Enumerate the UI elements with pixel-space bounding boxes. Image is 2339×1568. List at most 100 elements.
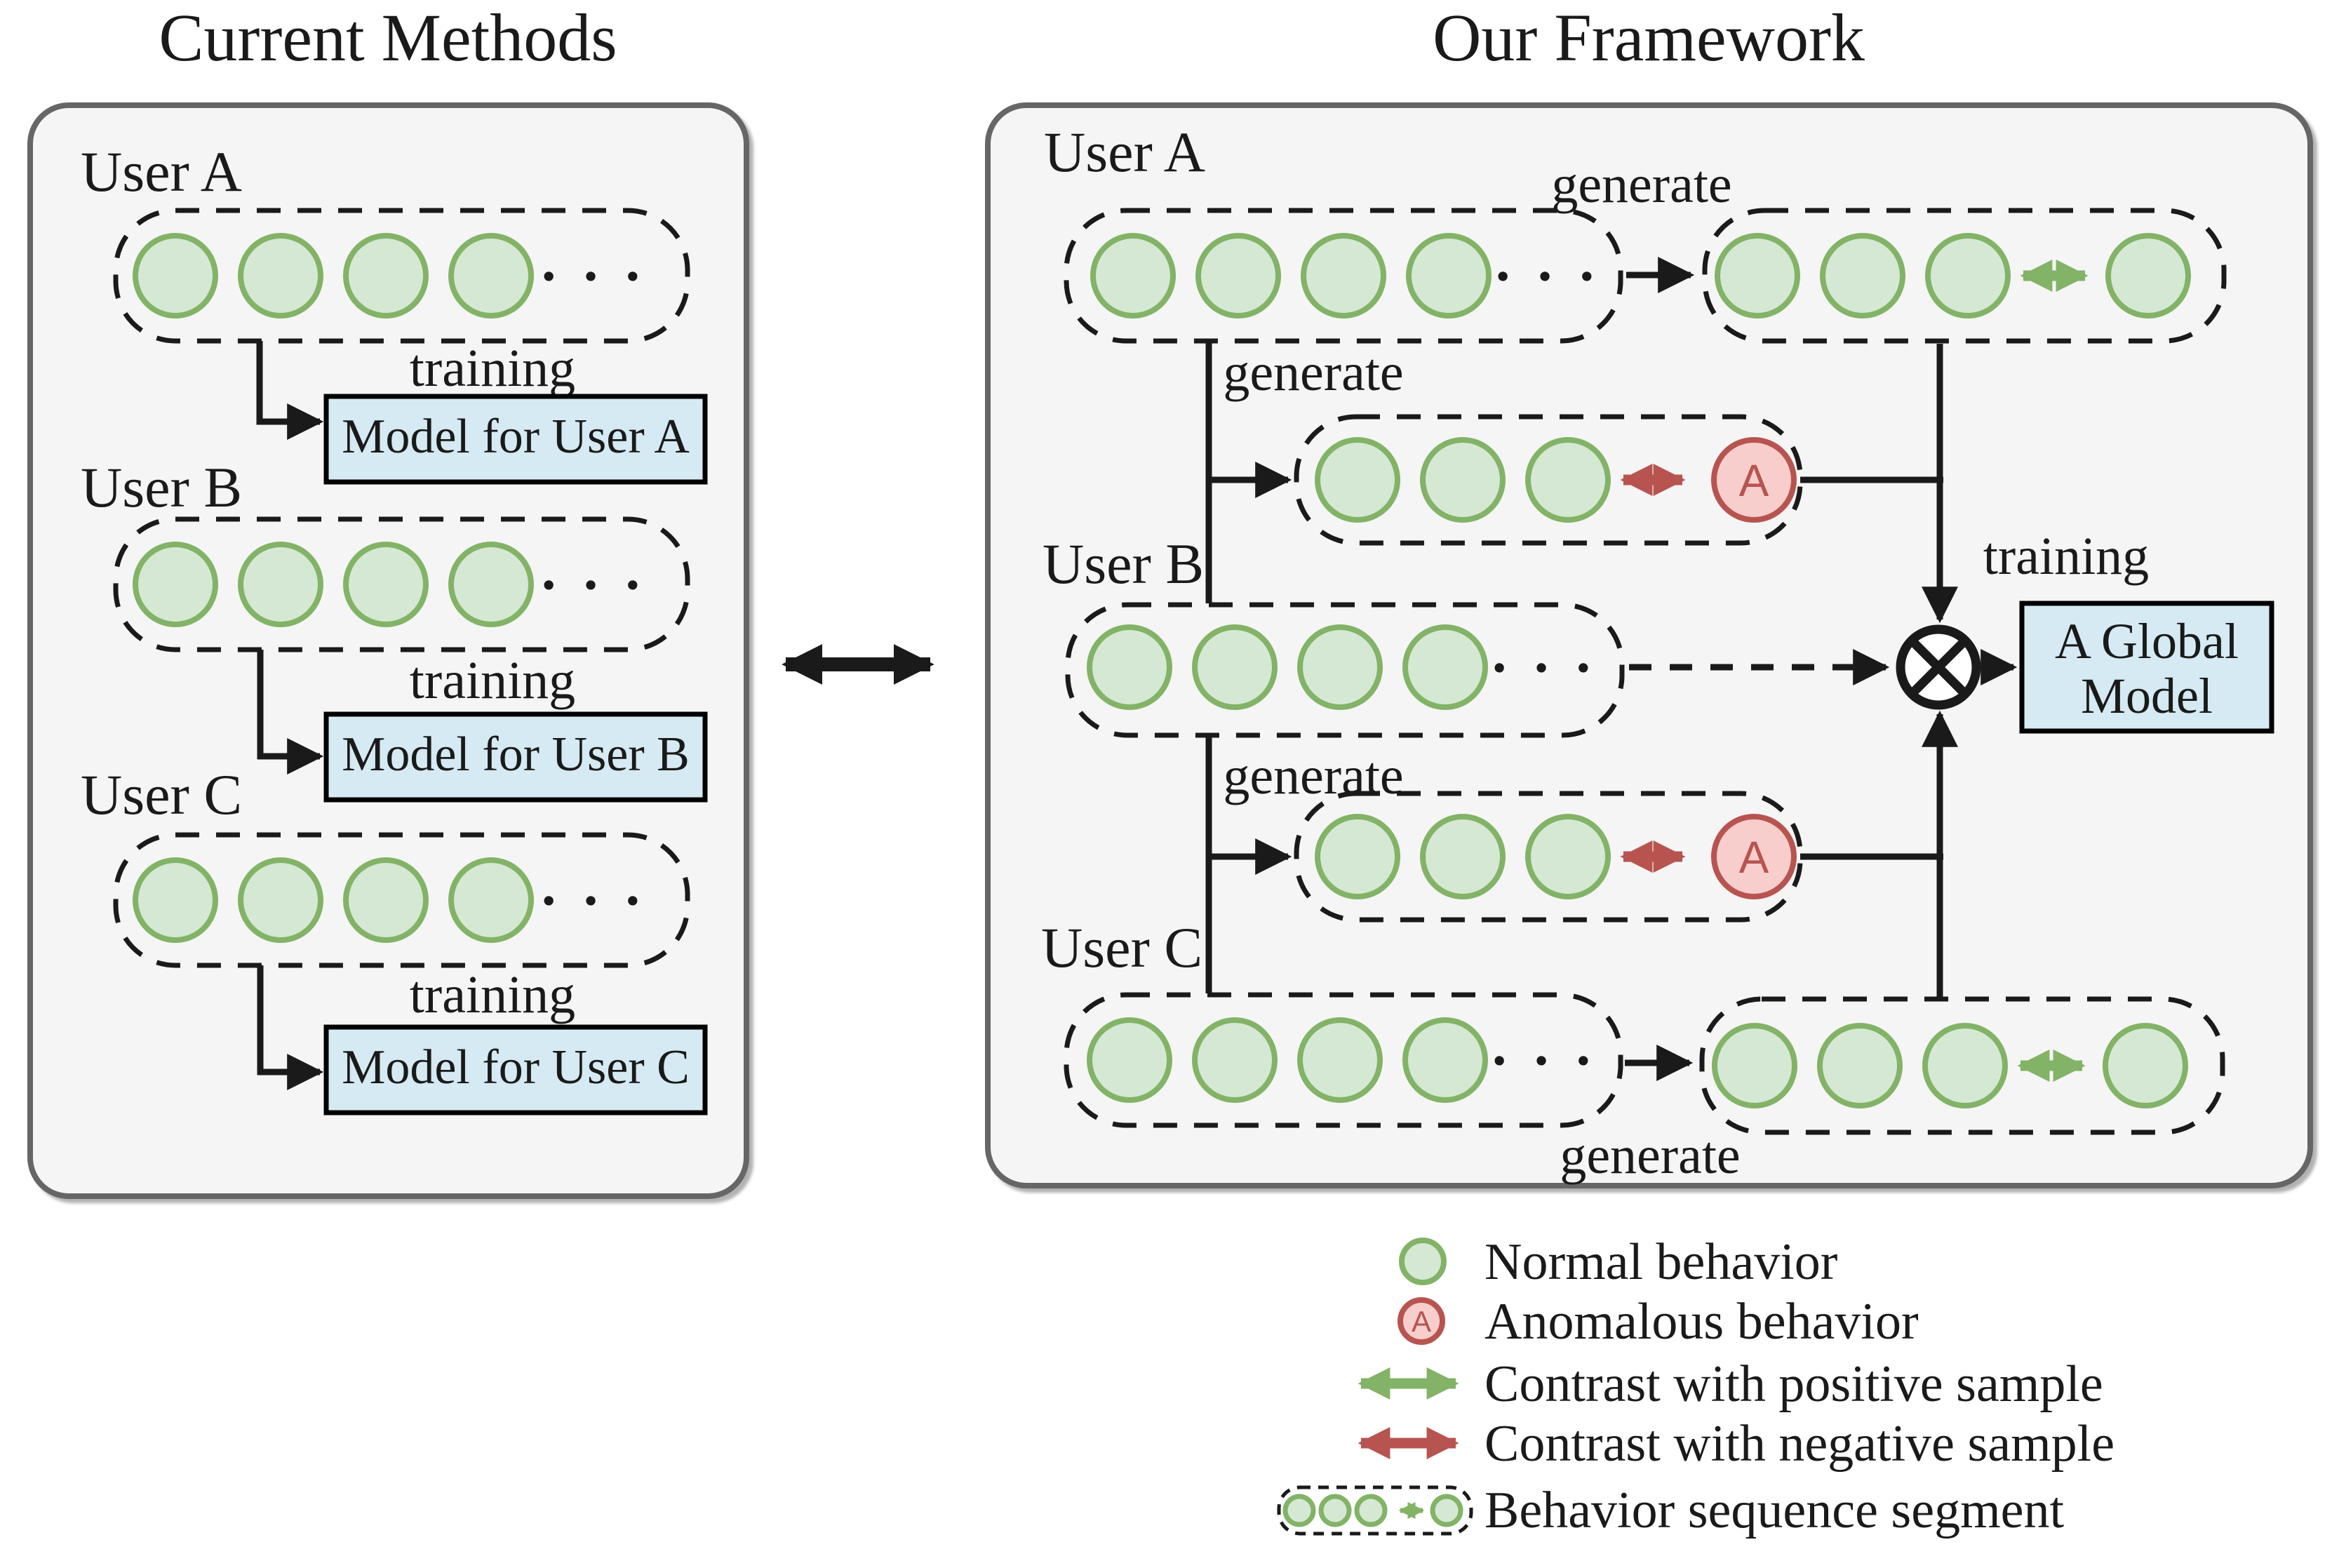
normal-behavior-circle bbox=[1820, 233, 1905, 319]
anomalous-behavior-icon bbox=[1398, 1297, 1445, 1345]
legend-label: Contrast with positive sample bbox=[1485, 1355, 2103, 1413]
normal-behavior-circle bbox=[2105, 233, 2191, 319]
our-framework-panel: User A · · · generate generate A User B bbox=[985, 102, 2313, 1188]
anomalous-behavior-circle bbox=[1711, 814, 1797, 899]
right-title: Our Framework bbox=[1433, 0, 1865, 75]
user-b-negative-sample-box bbox=[1294, 791, 1803, 923]
user-a-sequence-box bbox=[1064, 208, 1623, 344]
legend-label: Contrast with negative sample bbox=[1485, 1415, 2115, 1473]
normal-behavior-circle bbox=[448, 857, 534, 943]
user-a-negative-sample-box bbox=[1294, 414, 1803, 546]
normal-behavior-circle bbox=[238, 233, 323, 319]
legend-label: Normal behavior bbox=[1485, 1233, 1837, 1291]
left-user-b-label: User B bbox=[81, 455, 242, 519]
left-title: Current Methods bbox=[159, 0, 617, 75]
current-methods-panel: User A · · · training Model for User A U… bbox=[27, 102, 749, 1199]
normal-behavior-circle bbox=[1922, 1023, 2008, 1108]
normal-behavior-circle bbox=[238, 542, 323, 627]
model-for-user-b-text: Model for User B bbox=[342, 728, 690, 782]
normal-behavior-circle bbox=[1525, 814, 1611, 899]
generate-label: generate bbox=[1223, 343, 1403, 402]
global-model-text-line2: Model bbox=[2081, 668, 2213, 724]
right-user-c-label: User C bbox=[1041, 916, 1202, 979]
normal-behavior-circle bbox=[1315, 814, 1400, 899]
normal-behavior-circle bbox=[2103, 1023, 2188, 1108]
behavior-sequence-segment-icon bbox=[1277, 1485, 1473, 1536]
normal-behavior-circle bbox=[343, 233, 429, 319]
model-for-user-a-box bbox=[323, 394, 708, 485]
ellipsis: · · · bbox=[539, 244, 646, 308]
left-user-a-sequence-box bbox=[113, 208, 690, 344]
normal-behavior-circle bbox=[1817, 1023, 1903, 1108]
anomaly-letter: A bbox=[1739, 455, 1769, 506]
global-model-text-line1: A Global bbox=[2055, 613, 2239, 669]
normal-behavior-circle bbox=[1420, 814, 1506, 899]
normal-behavior-circle bbox=[1087, 624, 1172, 710]
left-user-a-label: User A bbox=[81, 140, 242, 203]
left-user-c-label: User C bbox=[81, 763, 242, 826]
legend-label: Anomalous behavior bbox=[1485, 1293, 1919, 1351]
normal-behavior-circle bbox=[1525, 437, 1611, 523]
normal-behavior-circle bbox=[448, 233, 534, 319]
anomaly-letter: A bbox=[1739, 832, 1769, 883]
anomaly-letter: A bbox=[1412, 1305, 1431, 1338]
normal-behavior-circle bbox=[1318, 1494, 1352, 1527]
training-elbow-arrow bbox=[256, 341, 324, 440]
aggregation-operator-cross bbox=[1908, 637, 1969, 697]
normal-behavior-circle bbox=[448, 542, 534, 627]
normal-behavior-circle bbox=[1402, 624, 1488, 710]
normal-behavior-circle bbox=[1420, 437, 1506, 523]
ellipsis: · · · bbox=[539, 869, 646, 932]
normal-behavior-circle bbox=[1715, 233, 1800, 319]
normal-behavior-circle bbox=[1090, 233, 1176, 319]
training-elbow-arrow bbox=[257, 650, 324, 775]
normal-behavior-circle bbox=[133, 233, 218, 319]
normal-behavior-circle bbox=[343, 542, 429, 627]
legend-label: Behavior sequence segment bbox=[1485, 1482, 2064, 1539]
ellipsis: · · · bbox=[1489, 636, 1597, 699]
normal-behavior-icon bbox=[1399, 1238, 1447, 1285]
right-panel-background bbox=[985, 102, 2313, 1188]
model-for-user-a-text: Model for User A bbox=[342, 410, 690, 464]
model-for-user-b-box bbox=[323, 711, 708, 803]
normal-behavior-circle bbox=[1297, 1017, 1383, 1103]
model-for-user-c-box bbox=[323, 1024, 708, 1115]
generate-label: generate bbox=[1551, 155, 1731, 214]
normal-behavior-circle bbox=[1301, 233, 1386, 319]
normal-behavior-circle bbox=[1712, 1023, 1797, 1108]
ellipsis: · · · bbox=[539, 553, 646, 617]
generate-label: generate bbox=[1223, 746, 1403, 805]
left-user-c-sequence-box bbox=[113, 832, 690, 968]
normal-behavior-circle bbox=[1406, 233, 1492, 319]
normal-behavior-circle bbox=[133, 857, 218, 943]
normal-behavior-circle bbox=[1354, 1494, 1388, 1527]
normal-behavior-circle bbox=[133, 542, 218, 627]
generate-label: generate bbox=[1560, 1126, 1740, 1185]
training-elbow-arrow bbox=[257, 965, 324, 1090]
normal-behavior-circle bbox=[1925, 233, 2011, 319]
normal-behavior-circle bbox=[343, 857, 429, 943]
segment-dashed-box bbox=[1277, 1485, 1473, 1536]
global-model-box bbox=[2019, 601, 2274, 734]
right-user-b-label: User B bbox=[1043, 532, 1204, 596]
training-label: training bbox=[410, 339, 575, 398]
training-label: training bbox=[410, 965, 575, 1024]
user-c-sequence-box bbox=[1064, 992, 1623, 1128]
model-for-user-c-text: Model for User C bbox=[342, 1040, 690, 1094]
normal-behavior-circle bbox=[1087, 1017, 1172, 1103]
user-a-positive-sample-box bbox=[1702, 208, 2227, 344]
normal-behavior-circle bbox=[1195, 233, 1281, 319]
normal-behavior-circle bbox=[1430, 1494, 1463, 1527]
ellipsis: · · · bbox=[1489, 1028, 1597, 1092]
user-b-sequence-box bbox=[1065, 602, 1625, 738]
user-c-positive-sample-box bbox=[1699, 996, 2225, 1135]
normal-behavior-circle bbox=[1315, 437, 1400, 523]
right-user-a-label: User A bbox=[1044, 120, 1205, 184]
legend: Normal behavior A Anomalous behavior Con… bbox=[1277, 1233, 2115, 1539]
training-label: training bbox=[410, 651, 575, 710]
training-label: training bbox=[1983, 527, 2149, 586]
normal-behavior-circle bbox=[238, 857, 323, 943]
normal-behavior-circle bbox=[1192, 624, 1278, 710]
normal-behavior-circle bbox=[1282, 1494, 1316, 1527]
